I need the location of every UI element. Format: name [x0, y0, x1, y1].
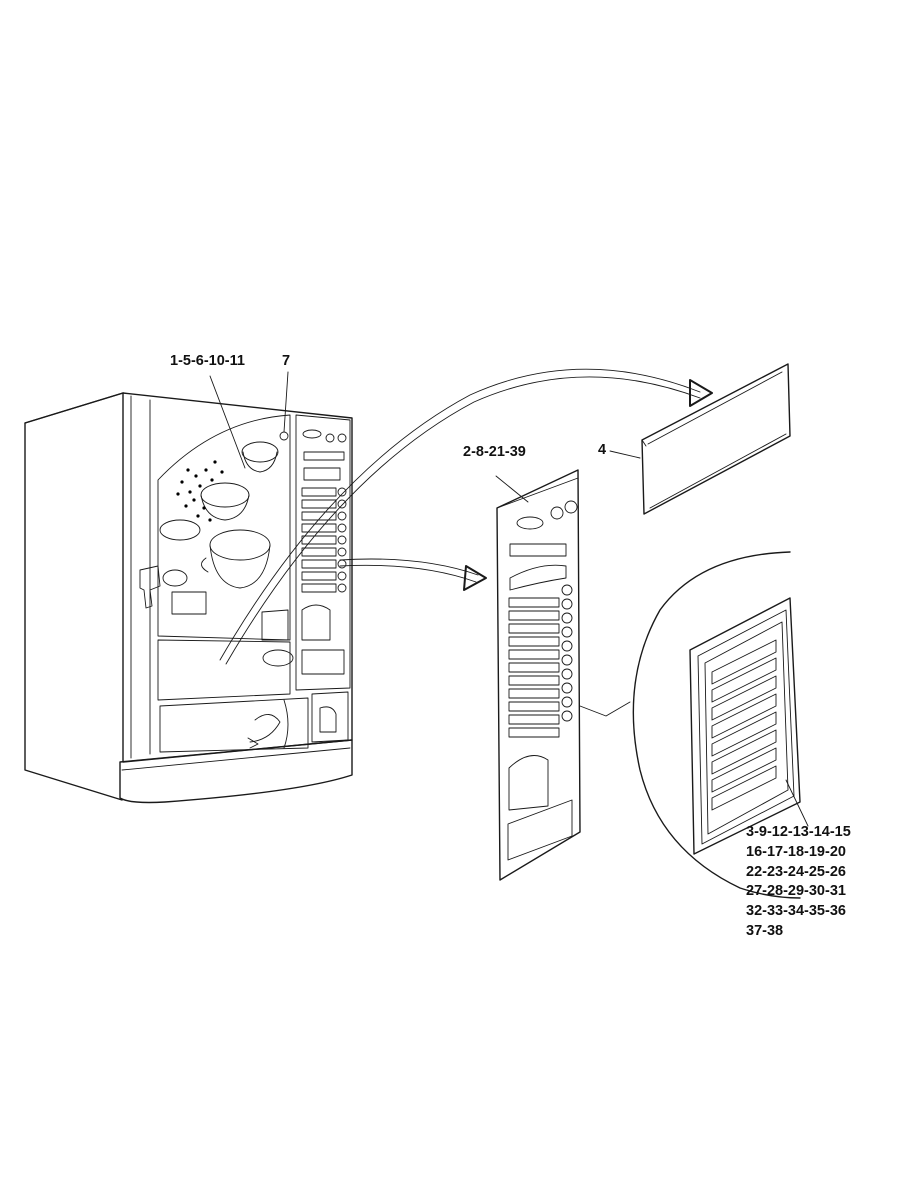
coffee-beans-artwork	[176, 460, 224, 522]
display-plate-4	[641, 363, 791, 515]
front-panel	[496, 469, 581, 881]
callout-group-e-line: 22-23-24-25-26	[746, 863, 846, 880]
detail-slot-strips	[711, 639, 777, 811]
leader-group-e	[785, 779, 809, 827]
callout-group-e: 3-9-12-13-14-15 16-17-18-19-20 22-23-24-…	[746, 823, 851, 942]
arrow-to-panel-4	[219, 368, 713, 665]
callout-group-c: 2-8-21-39	[463, 444, 526, 460]
arrow-to-front-panel	[339, 558, 487, 591]
callout-group-b: 7	[282, 353, 291, 369]
leader-group-c	[495, 475, 529, 503]
leader-group-d	[609, 450, 641, 459]
panel-button-slots	[508, 584, 573, 738]
callout-group-e-line: 32-33-34-35-36	[746, 903, 846, 920]
callout-group-a: 1-5-6-10-11	[170, 353, 245, 369]
magnified-detail	[579, 551, 801, 899]
callout-group-e-line: 37-38	[746, 922, 784, 939]
callout-group-e-line: 27-28-29-30-31	[746, 883, 846, 900]
vending-machine	[24, 392, 353, 804]
callout-group-e-line: 3-9-12-13-14-15	[746, 824, 851, 840]
leader-group-b	[283, 371, 289, 433]
leader-group-a	[209, 375, 246, 469]
callout-group-e-line: 16-17-18-19-20	[746, 843, 846, 860]
machine-selection-buttons	[301, 487, 347, 593]
callout-group-d: 4	[598, 442, 607, 458]
